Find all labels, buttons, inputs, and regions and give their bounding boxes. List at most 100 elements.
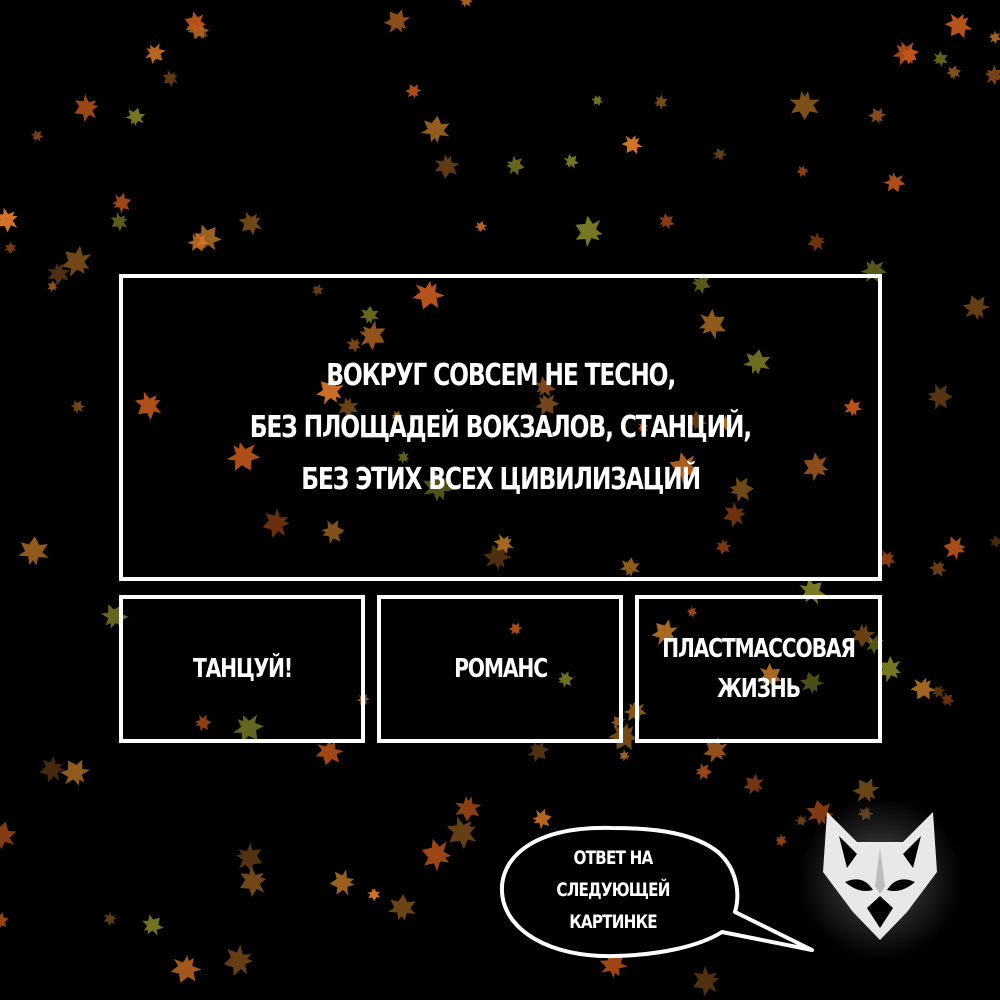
leaf-icon	[637, 421, 649, 434]
lyric-line-3: БЕЗ ЭТИХ ВСЕХ ЦИВИЛИЗАЦИЙ	[301, 461, 701, 497]
leaf-icon	[144, 43, 166, 64]
speech-bubble-text: ОТВЕТ НА СЛЕДУЮЩЕЙ КАРТИНКЕ	[556, 847, 670, 933]
leaf-icon	[135, 391, 162, 420]
leaf-icon	[311, 283, 324, 297]
leaf-icon	[446, 816, 477, 850]
leaf-icon	[142, 914, 164, 936]
leaf-icon	[759, 662, 782, 689]
leaf-icon	[100, 604, 129, 629]
leaf-icon	[789, 91, 820, 120]
leaf-icon	[226, 442, 261, 472]
leaf-icon	[807, 232, 826, 252]
leaf-icon	[669, 452, 698, 485]
leaf-icon	[575, 215, 603, 248]
leaf-icon	[621, 135, 643, 155]
leaf-icon	[984, 64, 1000, 86]
leaf-icon	[699, 308, 726, 340]
leaf-icon	[852, 778, 880, 803]
leaf-icon	[238, 211, 263, 236]
leaf-icon	[877, 655, 901, 683]
leaf-icon	[775, 833, 787, 847]
leaf-icon	[806, 799, 835, 826]
leaf-icon	[608, 722, 640, 751]
leaf-icon	[30, 129, 44, 142]
leaf-icon	[0, 821, 17, 850]
leaf-icon	[686, 606, 698, 618]
leaf-icon	[0, 912, 9, 930]
leaf-icon	[892, 41, 919, 66]
leaf-icon	[910, 677, 937, 700]
leaf-icon	[799, 671, 825, 694]
leaf-icon	[170, 955, 202, 983]
leaf-icon	[236, 842, 263, 873]
leaf-icon	[619, 749, 630, 762]
leaf-icon	[651, 619, 678, 645]
leaf-icon	[367, 888, 381, 901]
leaf-icon	[557, 671, 574, 689]
leaf-icon	[843, 398, 863, 417]
leaf-icon	[868, 107, 887, 124]
answer-option-2[interactable]: РОМАНС	[377, 595, 623, 743]
leaf-icon	[654, 94, 668, 110]
leaf-icon	[422, 471, 455, 502]
leaf-icon	[262, 508, 290, 538]
leaf-icon	[931, 684, 946, 699]
leaf-icon	[796, 164, 809, 178]
leaf-icon	[591, 94, 604, 107]
leaf-icon	[0, 207, 18, 233]
leaf-icon	[534, 394, 560, 416]
leaf-icon	[691, 272, 711, 294]
leaf-icon	[387, 894, 416, 921]
leaf-icon	[686, 410, 708, 431]
leaf-icon	[434, 154, 460, 179]
leaf-icon	[988, 30, 1000, 45]
leaf-icon	[723, 502, 746, 528]
leaf-icon	[493, 534, 514, 554]
leaf-icon	[715, 539, 732, 555]
leaf-icon	[534, 376, 556, 398]
leaf-icon	[693, 965, 720, 997]
leaf-icon	[397, 450, 410, 465]
leaf-icon	[420, 115, 450, 143]
lyric-line-2: БЕЗ ПЛОЩАДЕЙ ВОКЗАЛОВ, СТАНЦИЙ,	[249, 409, 752, 445]
leaf-icon	[803, 452, 829, 482]
leaf-icon	[883, 172, 906, 193]
leaf-icon	[316, 377, 344, 405]
leaf-icon	[532, 808, 552, 830]
leaf-icon	[405, 84, 422, 99]
answer-option-1[interactable]: ТАНЦУЙ!	[119, 595, 365, 743]
leaf-icon	[508, 622, 523, 635]
leaf-icon	[359, 320, 386, 351]
leaf-icon	[162, 69, 178, 87]
answer-option-label: РОМАНС	[453, 654, 548, 684]
leaf-icon	[110, 212, 128, 232]
leaf-icon	[928, 560, 948, 577]
leaf-icon	[47, 263, 71, 285]
leaf-icon	[599, 951, 628, 978]
leaf-icon	[195, 714, 212, 732]
leaf-icon	[223, 944, 253, 976]
leaf-icon	[321, 520, 345, 545]
leaf-icon	[988, 535, 1000, 548]
leaf-icon	[233, 714, 264, 743]
leaf-icon	[743, 349, 771, 375]
leaf-icon	[658, 212, 675, 230]
leaf-icon	[943, 536, 966, 561]
answer-option-3[interactable]: ПЛАСТМАССОВАЯ ЖИЗНЬ	[635, 595, 882, 743]
leaf-icon	[74, 94, 99, 122]
question-box: ВОКРУГ СОВСЕМ НЕ ТЕСНО, БЕЗ ПЛОЩАДЕЙ ВОК…	[119, 274, 882, 581]
leaf-icon	[703, 737, 728, 763]
leaf-icon	[563, 153, 579, 169]
leaf-icon	[4, 242, 17, 254]
leaf-icon	[60, 759, 91, 786]
leaf-icon	[359, 305, 379, 324]
leaf-icon	[61, 245, 92, 277]
leaf-icon	[17, 536, 49, 566]
leaf-icon	[458, 0, 473, 7]
leaf-icon	[103, 911, 117, 927]
leaf-icon	[743, 773, 764, 796]
leaf-icon	[877, 550, 896, 569]
answer-option-label: ПЛАСТМАССОВАЯ ЖИЗНЬ	[662, 634, 856, 704]
leaf-icon	[598, 937, 613, 953]
